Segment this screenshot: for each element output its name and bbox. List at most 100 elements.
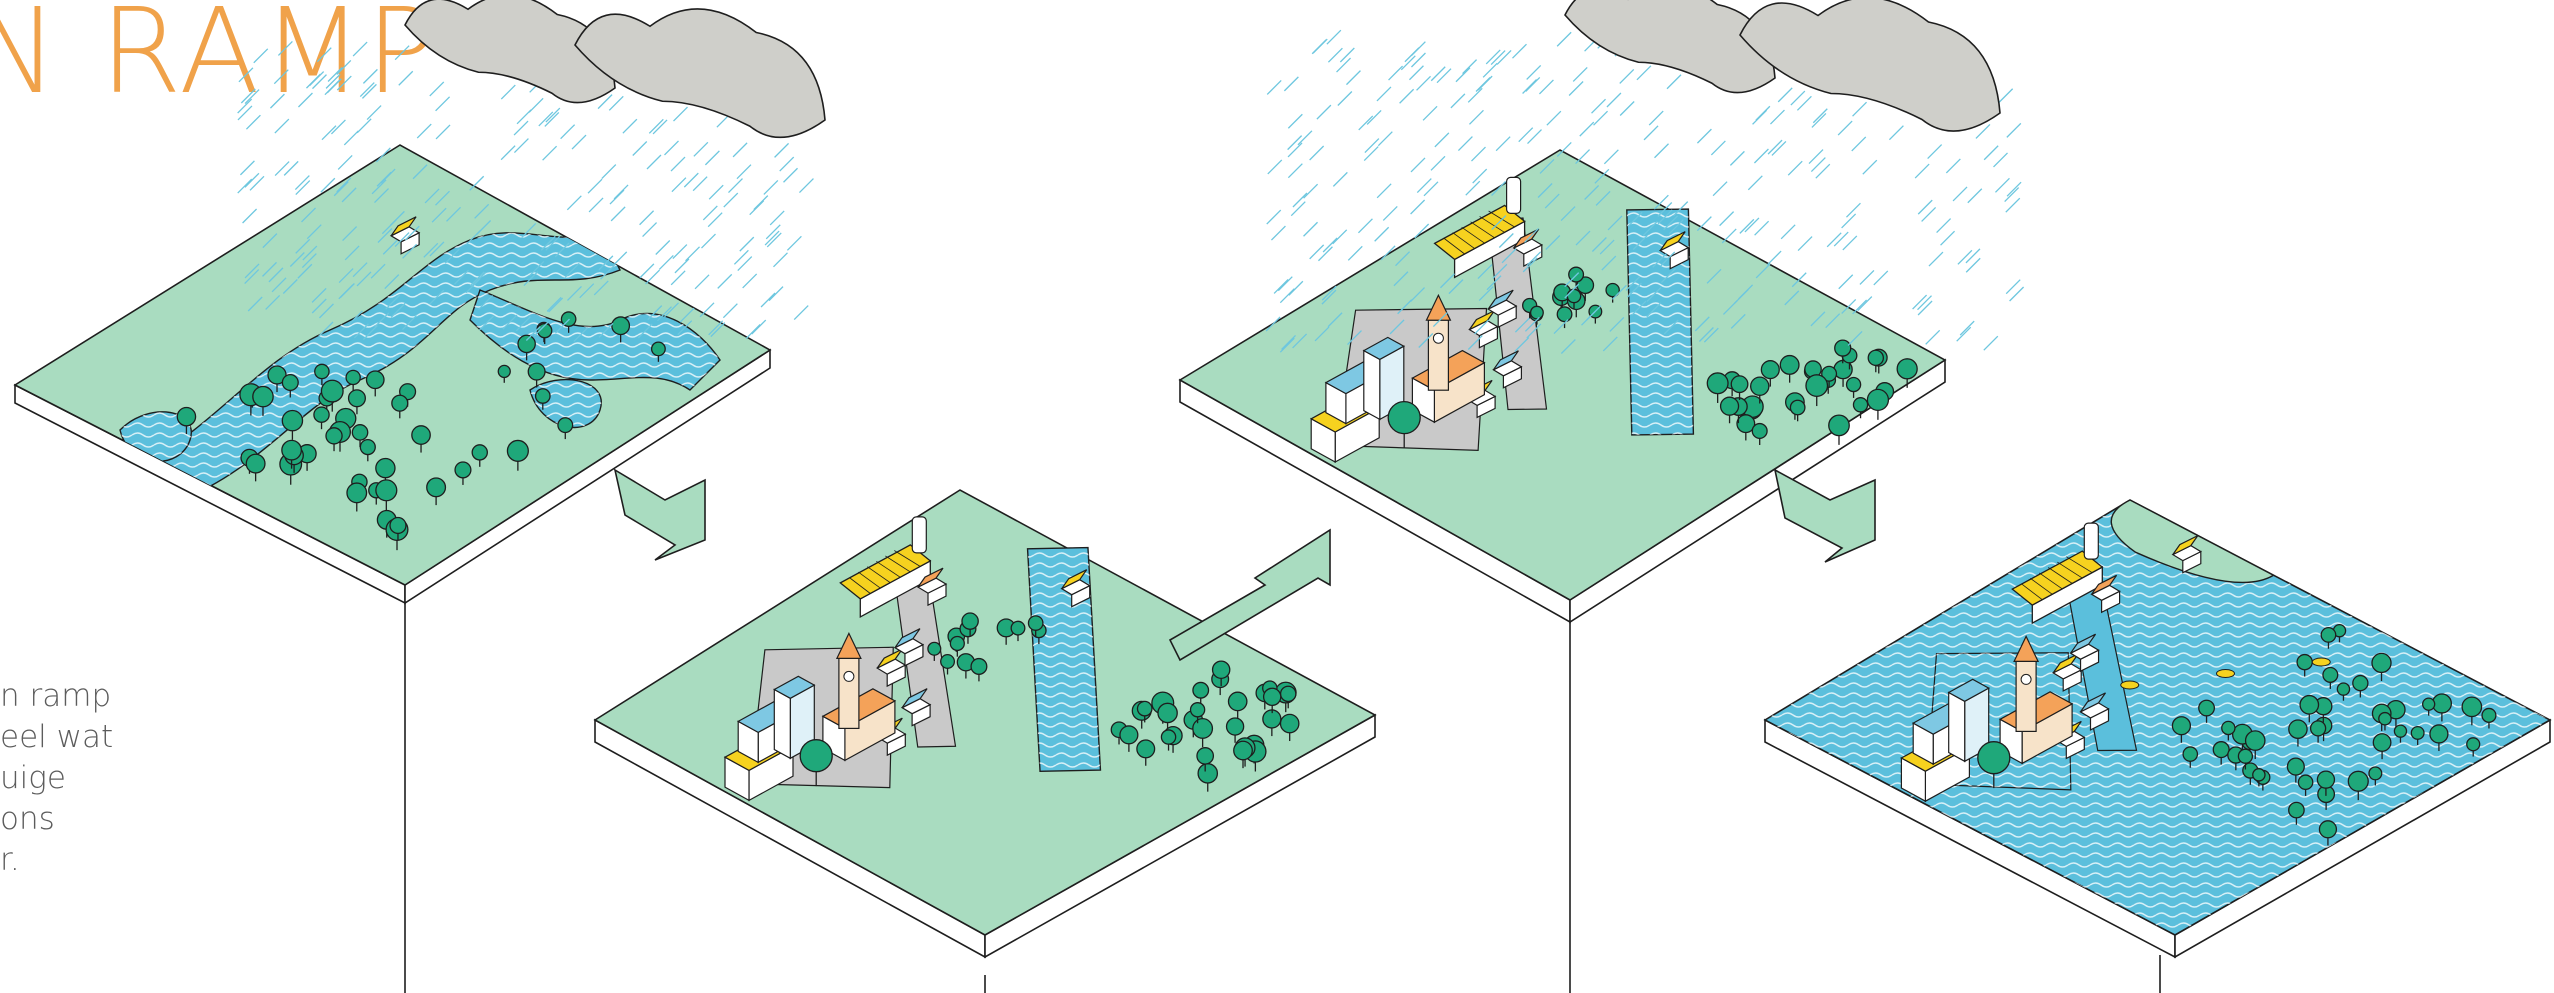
raindrop bbox=[1813, 109, 1827, 123]
tree-icon bbox=[1731, 376, 1748, 393]
raindrop bbox=[1375, 227, 1389, 241]
raindrop bbox=[1337, 58, 1351, 72]
tree-icon bbox=[1707, 373, 1728, 394]
raindrop bbox=[1999, 89, 2013, 103]
description-line: n ramp bbox=[0, 676, 150, 717]
raindrop bbox=[770, 211, 784, 225]
raindrop bbox=[1797, 96, 1811, 110]
raindrop bbox=[623, 119, 637, 133]
tree-icon bbox=[800, 740, 832, 772]
raindrop bbox=[1960, 321, 1974, 335]
raindrop bbox=[1915, 164, 1929, 178]
raindrop bbox=[1644, 126, 1658, 140]
tree-icon bbox=[392, 395, 408, 411]
raindrop bbox=[602, 165, 616, 179]
raindrop bbox=[1953, 187, 1967, 201]
raindrop bbox=[1874, 271, 1888, 285]
tree-icon bbox=[1120, 726, 1138, 744]
raindrop bbox=[1431, 156, 1445, 170]
raindrop bbox=[1411, 53, 1425, 67]
raindrop bbox=[1526, 77, 1540, 91]
tree-icon bbox=[1388, 402, 1420, 434]
tree-icon bbox=[2297, 655, 2312, 670]
tree-icon bbox=[1567, 289, 1580, 302]
tree-icon bbox=[2289, 720, 2307, 738]
tree-icon bbox=[1806, 375, 1828, 397]
raindrop bbox=[1423, 106, 1437, 120]
tree-icon bbox=[2323, 668, 2338, 683]
tree-icon bbox=[390, 518, 406, 534]
silo-icon bbox=[1507, 177, 1521, 213]
tree-icon bbox=[2372, 653, 2391, 672]
river-waves bbox=[1627, 209, 1694, 435]
raindrop bbox=[784, 168, 798, 182]
raindrop bbox=[1958, 250, 1972, 264]
raindrop bbox=[1697, 129, 1711, 143]
raindrop bbox=[1637, 66, 1651, 80]
raindrop bbox=[1274, 279, 1288, 293]
raindrop bbox=[1293, 193, 1307, 207]
tree-icon bbox=[349, 390, 366, 407]
tree-icon bbox=[1761, 361, 1779, 379]
raindrop bbox=[799, 179, 813, 193]
raindrop bbox=[395, 46, 409, 60]
raindrop bbox=[672, 178, 686, 192]
raindrop bbox=[1333, 172, 1347, 186]
raindrop bbox=[543, 146, 557, 160]
raindrop bbox=[1984, 336, 1998, 350]
raindrop bbox=[1846, 203, 1860, 217]
tree-icon bbox=[2369, 767, 2382, 780]
raindrop bbox=[1473, 169, 1487, 183]
raindrop bbox=[610, 190, 624, 204]
raindrop bbox=[1745, 218, 1759, 232]
tree-icon bbox=[1191, 703, 1205, 717]
raindrop bbox=[1834, 232, 1848, 246]
raindrop bbox=[1607, 93, 1621, 107]
tree-icon bbox=[1137, 740, 1155, 758]
raindrop bbox=[1928, 145, 1942, 159]
tree-icon bbox=[455, 462, 471, 478]
tree-icon bbox=[536, 389, 550, 403]
raindrop bbox=[1748, 176, 1762, 190]
raindrop bbox=[1889, 126, 1903, 140]
raindrop bbox=[567, 196, 581, 210]
raindrop bbox=[1527, 65, 1541, 79]
raindrop bbox=[1333, 230, 1347, 244]
tree-icon bbox=[1780, 356, 1799, 375]
raindrop bbox=[693, 177, 707, 191]
raindrop bbox=[337, 60, 351, 74]
tree-icon bbox=[282, 440, 301, 459]
raindrop bbox=[633, 142, 647, 156]
tree-icon bbox=[1557, 307, 1572, 322]
raindrop bbox=[614, 185, 628, 199]
raindrop bbox=[1957, 327, 1971, 341]
raindrop bbox=[501, 146, 515, 160]
raindrop bbox=[546, 108, 560, 122]
raindrop bbox=[1523, 79, 1537, 93]
tree-icon bbox=[2482, 708, 2496, 722]
raindrop bbox=[1852, 137, 1866, 151]
raindrop bbox=[675, 259, 689, 273]
tree-icon bbox=[1752, 424, 1767, 439]
raindrop bbox=[773, 253, 787, 267]
raindrop bbox=[353, 42, 367, 56]
raindrop bbox=[589, 198, 603, 212]
tree-icon bbox=[2172, 717, 2190, 735]
raindrop bbox=[1435, 133, 1449, 147]
raindrop bbox=[430, 82, 444, 96]
raindrop bbox=[1860, 270, 1874, 284]
clock-icon bbox=[844, 671, 854, 681]
raindrop bbox=[1471, 147, 1485, 161]
raindrop bbox=[274, 70, 288, 84]
tree-icon bbox=[1868, 350, 1883, 365]
raindrop bbox=[1968, 189, 1982, 203]
raindrop bbox=[1941, 231, 1955, 245]
raindrop bbox=[787, 236, 801, 250]
raindrop bbox=[1667, 75, 1681, 89]
raindrop bbox=[1328, 48, 1342, 62]
raindrop bbox=[764, 180, 778, 194]
boat-icon bbox=[2121, 681, 2139, 689]
building-side bbox=[774, 690, 790, 759]
tree-icon bbox=[472, 445, 487, 460]
raindrop bbox=[1557, 32, 1571, 46]
